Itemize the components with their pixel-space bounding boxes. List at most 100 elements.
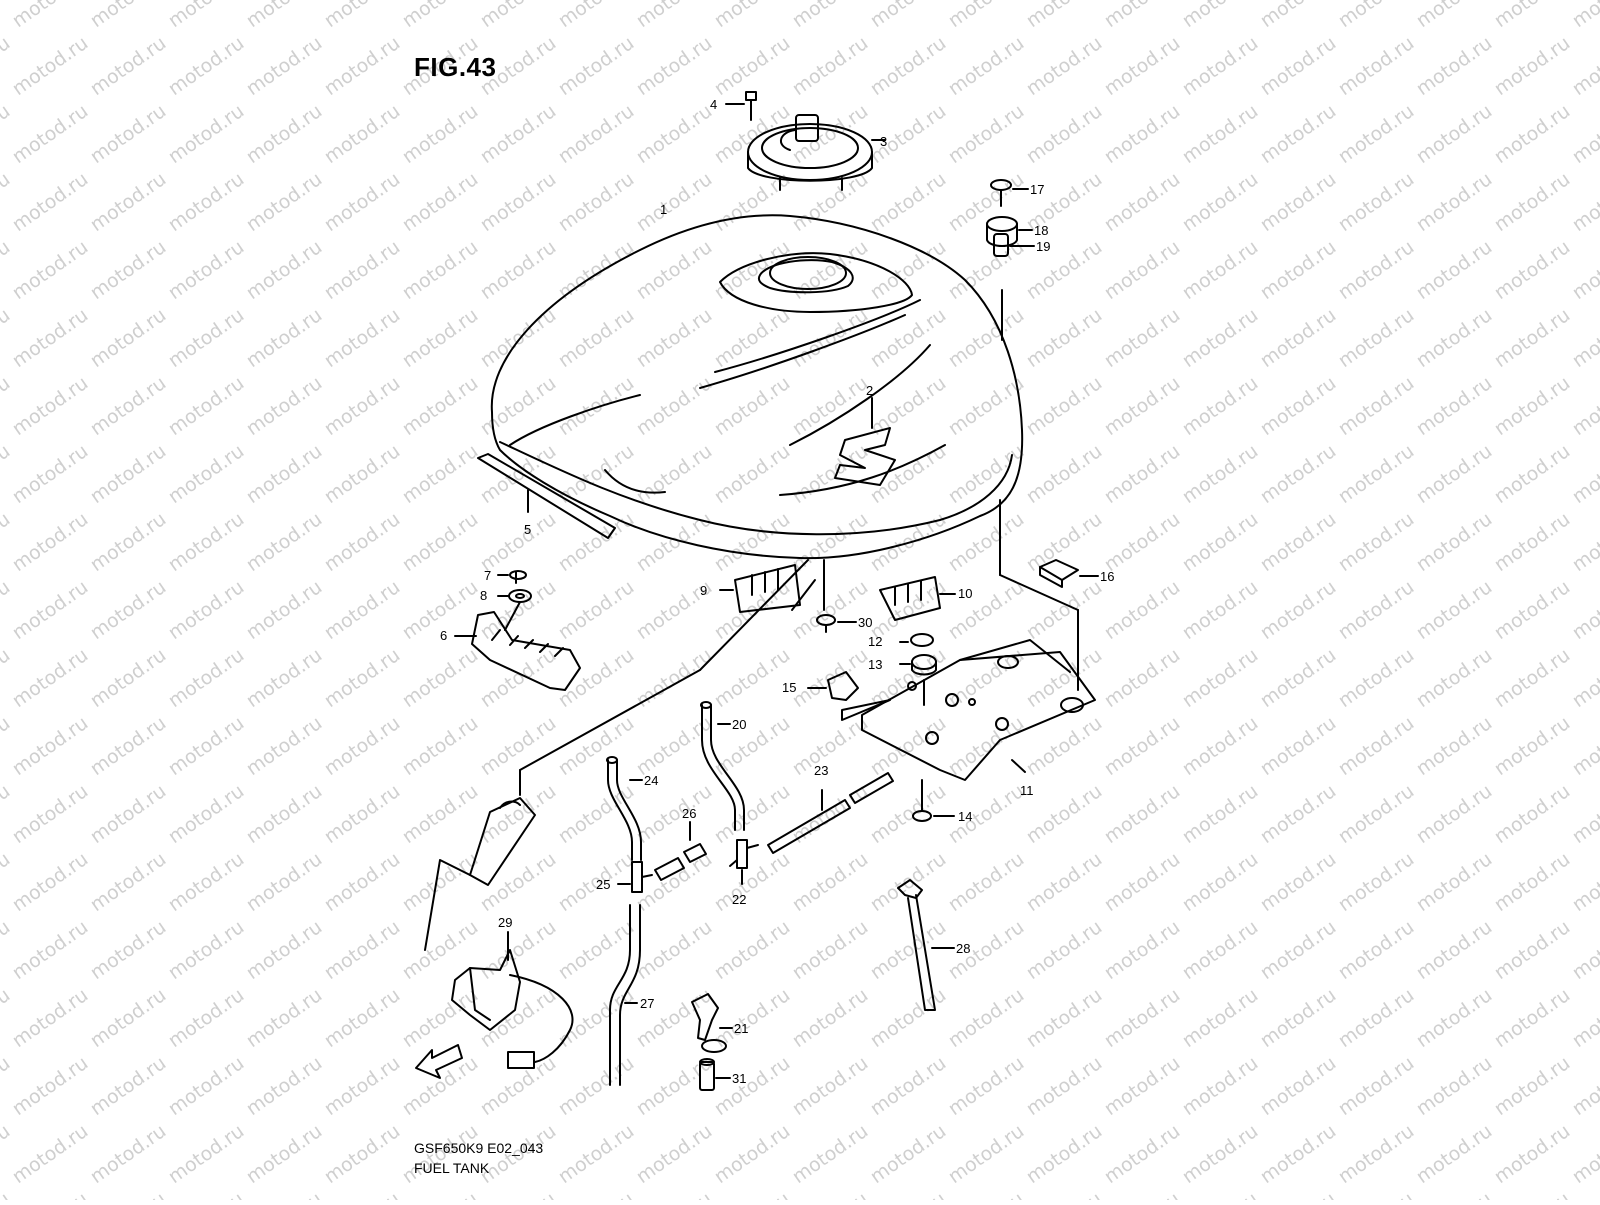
- watermark-text: motod.ru: [788, 0, 872, 32]
- watermark-text: motod.ru: [1490, 304, 1574, 372]
- watermark-text: motod.ru: [1022, 916, 1106, 984]
- watermark-text: motod.ru: [632, 440, 716, 508]
- watermark-text: motod.ru: [1568, 1120, 1600, 1188]
- watermark-text: motod.ru: [866, 168, 950, 236]
- watermark-text: motod.ru: [86, 1188, 170, 1200]
- watermark-text: motod.ru: [866, 32, 950, 100]
- watermark-text: motod.ru: [1178, 780, 1262, 848]
- watermark-text: motod.ru: [632, 100, 716, 168]
- callout-labels: 1 2 3 4 5 6 7 8 9 10 11 12 13 14 15 16 1…: [421, 97, 1115, 1086]
- watermark-text: motod.ru: [1568, 848, 1600, 916]
- callout-7: 7: [484, 568, 491, 583]
- watermark-text: motod.ru: [0, 440, 14, 508]
- watermark-text: motod.ru: [86, 168, 170, 236]
- t-joint-25: [617, 861, 653, 893]
- watermark-text: motod.ru: [164, 848, 248, 916]
- watermark-text: motod.ru: [1022, 372, 1106, 440]
- watermark-text: motod.ru: [1490, 236, 1574, 304]
- watermark-text: motod.ru: [1178, 1120, 1262, 1188]
- watermark-text: motod.ru: [476, 304, 560, 372]
- callout-20: 20: [732, 717, 746, 732]
- watermark-text: motod.ru: [554, 1120, 638, 1188]
- watermark-text: motod.ru: [86, 236, 170, 304]
- watermark-text: motod.ru: [632, 508, 716, 576]
- watermark-text: motod.ru: [710, 0, 794, 32]
- watermark-text: motod.ru: [710, 440, 794, 508]
- watermark-text: motod.ru: [1100, 576, 1184, 644]
- watermark-text: motod.ru: [554, 916, 638, 984]
- watermark-text: motod.ru: [0, 168, 14, 236]
- watermark-text: motod.ru: [164, 236, 248, 304]
- callout-22: 22: [732, 892, 746, 907]
- callout-3: 3: [880, 134, 887, 149]
- watermark-text: motod.ru: [944, 780, 1028, 848]
- cushion-pad: [1039, 559, 1099, 588]
- watermark-text: motod.ru: [944, 304, 1028, 372]
- watermark-text: motod.ru: [1100, 372, 1184, 440]
- watermark-text: motod.ru: [8, 848, 92, 916]
- watermark-text: motod.ru: [476, 712, 560, 780]
- callout-21: 21: [734, 1021, 748, 1036]
- watermark-text: motod.ru: [1334, 1188, 1418, 1200]
- watermark-text: motod.ru: [1178, 32, 1262, 100]
- watermark-text: motod.ru: [866, 0, 950, 32]
- watermark-text: motod.ru: [788, 1052, 872, 1120]
- watermark-text: motod.ru: [788, 304, 872, 372]
- watermark-text: motod.ru: [320, 168, 404, 236]
- watermark-text: motod.ru: [1178, 100, 1262, 168]
- callout-15: 15: [782, 680, 796, 695]
- watermark-text: motod.ru: [86, 32, 170, 100]
- watermark-text: motod.ru: [1022, 848, 1106, 916]
- watermark-text: motod.ru: [1256, 916, 1340, 984]
- callout-31: 31: [732, 1071, 746, 1086]
- watermark-text: motod.ru: [1178, 236, 1262, 304]
- watermark-text: motod.ru: [632, 1188, 716, 1200]
- tank-rubber-rear: [879, 576, 956, 621]
- watermark-text: motod.ru: [1568, 304, 1600, 372]
- watermark-text: motod.ru: [8, 100, 92, 168]
- watermark-text: motod.ru: [1022, 100, 1106, 168]
- clamp-21: [691, 993, 733, 1053]
- watermark-text: motod.ru: [320, 712, 404, 780]
- watermark-text: motod.ru: [866, 1120, 950, 1188]
- watermark-text: motod.ru: [86, 0, 170, 32]
- watermark-text: motod.ru: [320, 372, 404, 440]
- watermark-text: motod.ru: [1022, 440, 1106, 508]
- watermark-text: motod.ru: [164, 644, 248, 712]
- callout-27: 27: [640, 996, 654, 1011]
- watermark-text: motod.ru: [320, 916, 404, 984]
- watermark-text: motod.ru: [8, 644, 92, 712]
- fwd-label: FWD: [421, 1054, 444, 1072]
- watermark-text: motod.ru: [320, 1052, 404, 1120]
- watermark-text: motod.ru: [0, 372, 14, 440]
- pipe-23: [767, 772, 894, 854]
- watermark-text: motod.ru: [8, 780, 92, 848]
- watermark-text: motod.ru: [554, 100, 638, 168]
- watermark-text: motod.ru: [1022, 32, 1106, 100]
- tank-bracket: [861, 499, 1096, 781]
- watermark-text: motod.ru: [476, 1188, 560, 1200]
- watermark-text: motod.ru: [476, 644, 560, 712]
- watermark-text: motod.ru: [320, 304, 404, 372]
- watermark-text: motod.ru: [632, 916, 716, 984]
- watermark-text: motod.ru: [788, 848, 872, 916]
- watermark-text: motod.ru: [398, 372, 482, 440]
- watermark-text: motod.ru: [1412, 576, 1496, 644]
- callout-13: 13: [868, 657, 882, 672]
- watermark-text: motod.ru: [944, 0, 1028, 32]
- watermark-text: motod.ru: [554, 576, 638, 644]
- watermark-text: motod.ru: [1100, 236, 1184, 304]
- watermark-text: motod.ru: [0, 304, 14, 372]
- watermark-text: motod.ru: [242, 508, 326, 576]
- watermark-text: motod.ru: [1022, 1188, 1106, 1200]
- watermark-text: motod.ru: [0, 712, 14, 780]
- callout-18: 18: [1034, 223, 1048, 238]
- watermark-text: motod.ru: [944, 1188, 1028, 1200]
- watermark-text: motod.ru: [1568, 780, 1600, 848]
- watermark-text: motod.ru: [1412, 372, 1496, 440]
- watermark-text: motod.ru: [1568, 236, 1600, 304]
- watermark-text: motod.ru: [242, 1052, 326, 1120]
- watermark-text: motod.ru: [476, 372, 560, 440]
- watermark-text: motod.ru: [1256, 32, 1340, 100]
- hose-20: [700, 701, 745, 831]
